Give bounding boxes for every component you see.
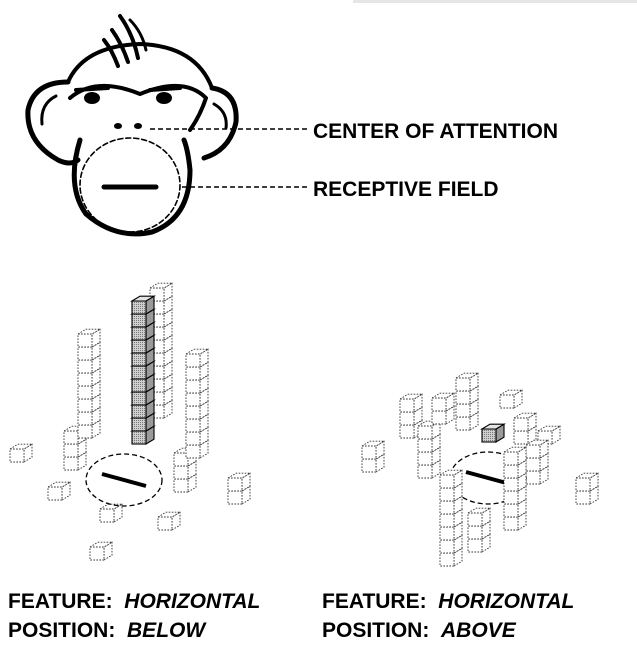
- feature-value: HORIZONTAL: [438, 590, 575, 613]
- response-cube: [360, 440, 386, 460]
- panel-right-position: POSITION: ABOVE: [322, 620, 516, 641]
- left-ear: [25, 79, 81, 166]
- hair-strand: [118, 14, 140, 60]
- response-map-below: [8, 282, 252, 561]
- left-brow: [74, 86, 110, 92]
- response-cube: [524, 452, 550, 472]
- response-cube: [438, 469, 464, 489]
- response-map-above: [360, 372, 600, 567]
- response-cube: [8, 443, 34, 463]
- right-eye: [156, 92, 172, 104]
- monkey-head-illustration: [25, 14, 239, 237]
- head-outline: [66, 42, 214, 90]
- response-cube: [512, 412, 538, 432]
- oriented-bar: [465, 470, 511, 486]
- center-of-attention-label: CENTER OF ATTENTION: [313, 120, 558, 143]
- response-cube: [430, 392, 456, 412]
- response-cube: [466, 507, 492, 527]
- response-cube-active: [480, 423, 506, 443]
- panel-left-feature: FEATURE: HORIZONTAL: [8, 591, 260, 612]
- right-ear-inner: [212, 102, 228, 130]
- response-cube: [46, 481, 72, 501]
- receptive-field-outline: [85, 453, 163, 507]
- right-ear: [201, 85, 239, 161]
- feature-value: HORIZONTAL: [124, 590, 261, 613]
- hair-strand: [102, 38, 120, 68]
- response-cube: [498, 389, 524, 409]
- left-ear-inner: [40, 94, 58, 126]
- receptive-field-label: RECEPTIVE FIELD: [313, 178, 499, 201]
- hair-strand: [128, 18, 148, 52]
- response-cube: [454, 372, 480, 392]
- response-cube: [524, 439, 550, 459]
- response-cube: [574, 472, 600, 492]
- position-key: POSITION:: [8, 619, 116, 642]
- receptive-field-circle: [79, 137, 181, 233]
- muzzle-outline: [71, 137, 193, 237]
- nostril: [134, 123, 142, 129]
- position-key: POSITION:: [322, 619, 430, 642]
- feature-key: FEATURE:: [322, 590, 427, 613]
- feature-key: FEATURE:: [8, 590, 113, 613]
- position-value: ABOVE: [441, 619, 516, 642]
- response-cube: [88, 541, 114, 561]
- panel-right-feature: FEATURE: HORIZONTAL: [322, 591, 574, 612]
- top-edge-strip: [353, 0, 637, 3]
- response-cube: [76, 328, 102, 348]
- response-cube: [98, 503, 124, 523]
- response-cube-active: [130, 295, 156, 315]
- response-cube: [226, 472, 252, 492]
- response-cube: [398, 393, 424, 413]
- right-brow: [148, 86, 182, 92]
- position-value: BELOW: [127, 619, 206, 642]
- response-cube: [156, 511, 182, 531]
- face-mask: [68, 83, 208, 132]
- oriented-bar: [101, 472, 147, 488]
- left-eye: [84, 92, 100, 104]
- panel-left-position: POSITION: BELOW: [8, 620, 205, 641]
- response-cube: [184, 348, 210, 368]
- nostril: [114, 123, 122, 129]
- response-cube: [502, 446, 528, 466]
- response-cube: [416, 459, 442, 479]
